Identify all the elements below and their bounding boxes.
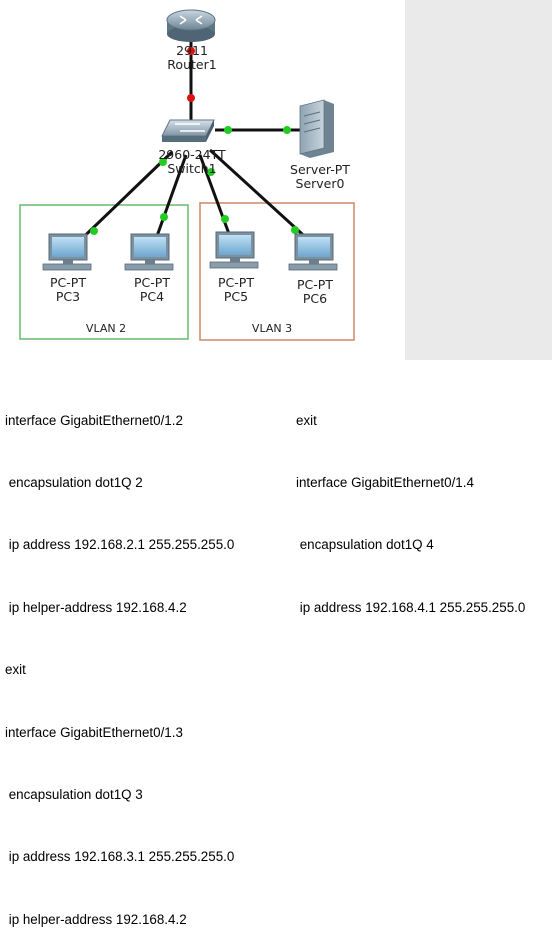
config-left-column: interface GigabitEthernet0/1.2 encapsula… xyxy=(5,369,234,951)
config-line: interface GigabitEthernet0/1.4 xyxy=(296,474,474,490)
config-right-column: exit interface GigabitEthernet0/1.4 enca… xyxy=(296,369,525,639)
link-light-red xyxy=(187,94,195,102)
config-line: ip address 192.168.4.1 255.255.255.0 xyxy=(296,599,526,615)
server-label: Server-PT Server0 xyxy=(290,162,350,191)
topology-canvas[interactable] xyxy=(0,0,552,360)
link-light-green xyxy=(224,126,232,134)
switch-icon[interactable] xyxy=(161,119,215,142)
link-light-red xyxy=(187,47,195,55)
config-line: interface GigabitEthernet0/1.3 xyxy=(5,724,183,740)
config-line: ip helper-address 192.168.4.2 xyxy=(5,911,187,927)
switch-label: 2960-24TT Switch1 xyxy=(158,147,226,176)
config-line: encapsulation dot1Q 4 xyxy=(296,537,434,553)
vlan3-label: VLAN 3 xyxy=(251,322,293,335)
pc6-label: PC-PT PC6 xyxy=(297,277,333,306)
pc3-label: PC-PT PC3 xyxy=(50,275,86,304)
vlan3-box xyxy=(199,202,355,341)
pc-icon[interactable] xyxy=(209,231,259,269)
link-switch-pc5 xyxy=(198,154,234,243)
vlan2-label: VLAN 2 xyxy=(85,322,127,335)
pc5-label: PC-PT PC5 xyxy=(218,275,254,304)
link-indicators xyxy=(90,47,299,235)
link-light-green xyxy=(159,158,167,166)
link-light-green xyxy=(207,168,215,176)
link-light-green xyxy=(291,226,299,234)
router-label: 2911 Router1 xyxy=(167,43,217,72)
config-line: ip helper-address 192.168.4.2 xyxy=(5,599,187,615)
server-icon[interactable] xyxy=(299,99,334,158)
link-light-green xyxy=(221,215,229,223)
config-line: exit xyxy=(296,412,317,428)
config-line: exit xyxy=(5,662,26,678)
vlan2-box xyxy=(19,204,189,340)
link-light-green xyxy=(90,227,98,235)
link-light-green xyxy=(160,213,168,221)
config-line: ip address 192.168.3.1 255.255.255.0 xyxy=(5,849,235,865)
config-line: interface GigabitEthernet0/1.2 xyxy=(5,412,183,428)
pc-icon[interactable] xyxy=(42,233,92,271)
config-line: encapsulation dot1Q 2 xyxy=(5,474,143,490)
config-line: encapsulation dot1Q 3 xyxy=(5,786,143,802)
pc-icon[interactable] xyxy=(124,233,174,271)
router-icon[interactable] xyxy=(166,9,216,42)
link-light-green xyxy=(283,126,291,134)
workspace-edge xyxy=(405,0,552,360)
pc4-label: PC-PT PC4 xyxy=(134,275,170,304)
config-line: ip address 192.168.2.1 255.255.255.0 xyxy=(5,537,235,553)
pc-icon[interactable] xyxy=(288,233,338,271)
